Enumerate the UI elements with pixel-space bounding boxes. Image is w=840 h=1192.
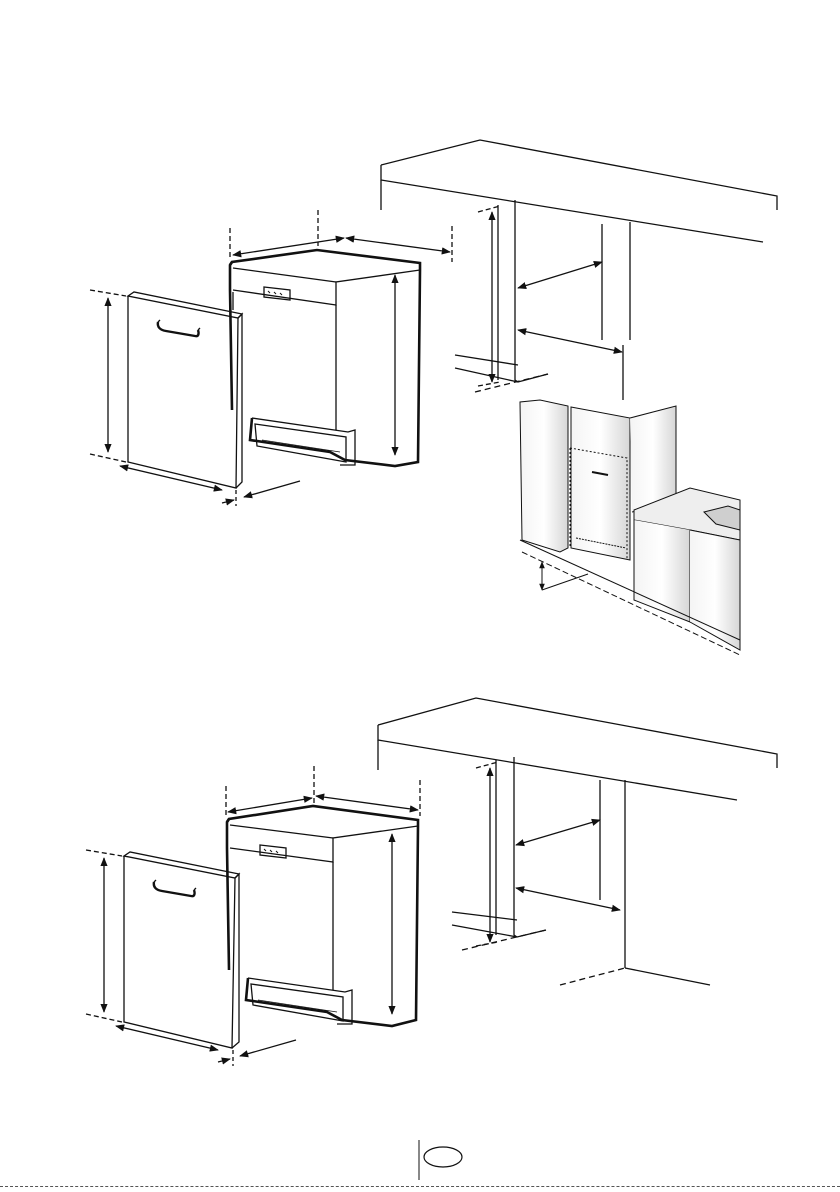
countertop-bottom: [378, 698, 777, 800]
page-bottom-dashed-rule: [0, 1186, 840, 1187]
door-panel-top: [128, 292, 242, 488]
dishwasher-body-top: [230, 250, 420, 466]
niche-side-panels-top: [455, 200, 630, 400]
page-footer: [419, 1140, 462, 1180]
door-dimension-arrows-top: [90, 290, 300, 506]
niche-dimension-arrows-bottom: [476, 762, 620, 946]
figure-bottom-installation: [86, 698, 777, 1066]
dishwasher-body-bottom: [227, 806, 418, 1026]
language-badge: [424, 1147, 462, 1167]
figure-top-installation: [90, 140, 777, 655]
niche-side-panels-bottom: [452, 757, 710, 985]
kitchen-inset-top: [520, 400, 740, 655]
door-panel-bottom: [124, 852, 239, 1048]
niche-dimension-arrows-top: [478, 206, 622, 386]
countertop-top: [381, 140, 777, 242]
dishwasher-dimension-arrows-bottom: [226, 766, 420, 1014]
door-dimension-arrows-bottom: [86, 850, 296, 1066]
